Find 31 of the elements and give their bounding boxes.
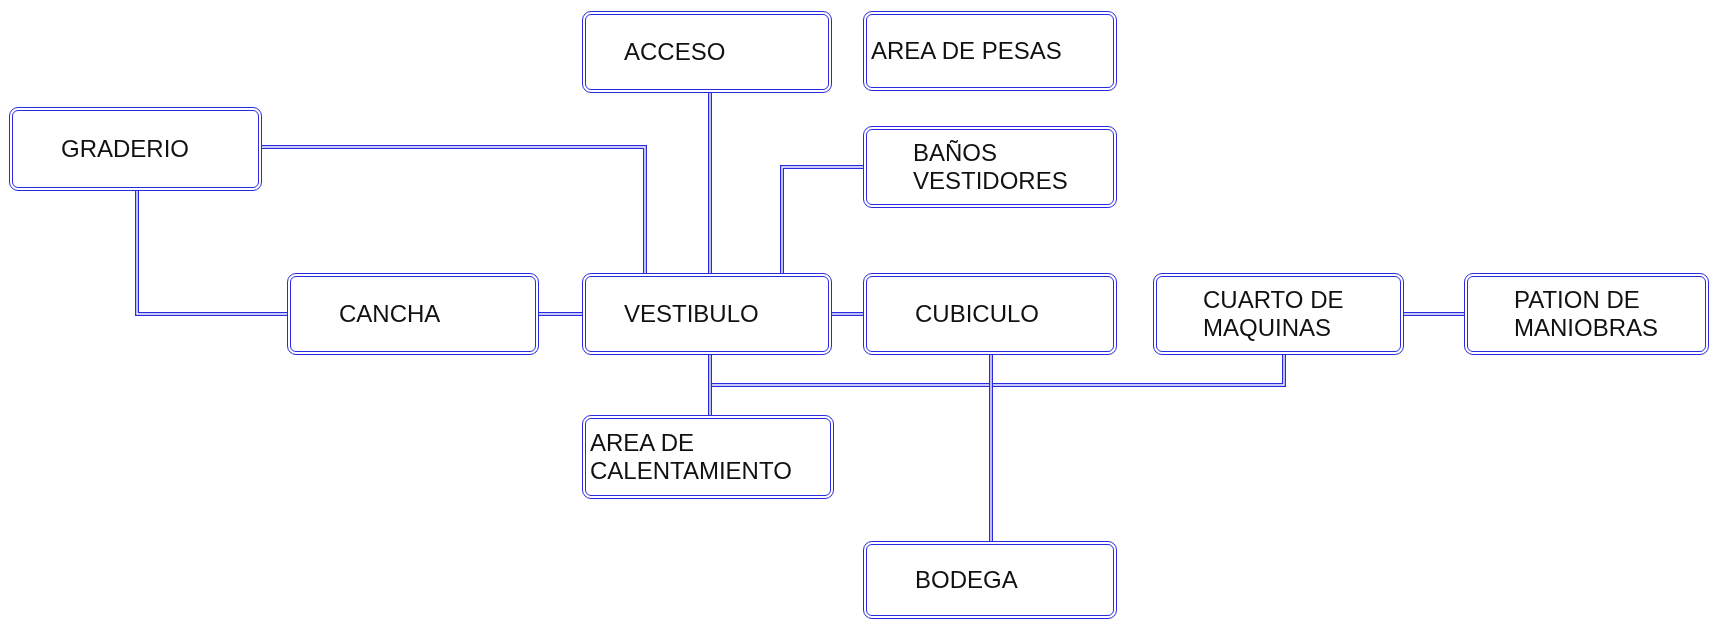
room-box [863, 541, 1117, 619]
connector-line [538, 312, 583, 316]
room-box [1464, 273, 1709, 355]
room-label: VESTIBULO [624, 300, 759, 328]
room-label: PATION DE MANIOBRAS [1514, 286, 1660, 342]
connector-line [780, 165, 864, 274]
connector-line [1403, 312, 1465, 316]
room-label: CUARTO DE MAQUINAS [1203, 286, 1345, 342]
room-label: ACCESO [624, 38, 726, 66]
room-box [582, 11, 832, 93]
room-box [9, 107, 262, 191]
room-box [582, 415, 834, 499]
room-label: CANCHA [339, 300, 441, 328]
connector-line [135, 190, 288, 316]
room-label: AREA DE PESAS [871, 37, 1062, 65]
room-label: CUBICULO [915, 300, 1040, 328]
room-box [287, 273, 539, 355]
connector-line [708, 354, 712, 416]
room-box [863, 273, 1117, 355]
room-box [582, 273, 832, 355]
room-box [863, 126, 1117, 208]
connector-line [708, 92, 712, 274]
room-label: AREA DE CALENTAMIENTO [590, 429, 793, 485]
connector-line [989, 354, 993, 542]
room-box [863, 11, 1117, 91]
connector-line [831, 312, 864, 316]
room-label: GRADERIO [61, 135, 189, 163]
room-label: BODEGA [915, 566, 1018, 594]
room-box [1153, 273, 1404, 355]
connector-line [261, 145, 647, 274]
room-label: BAÑOS VESTIDORES [913, 139, 1069, 195]
